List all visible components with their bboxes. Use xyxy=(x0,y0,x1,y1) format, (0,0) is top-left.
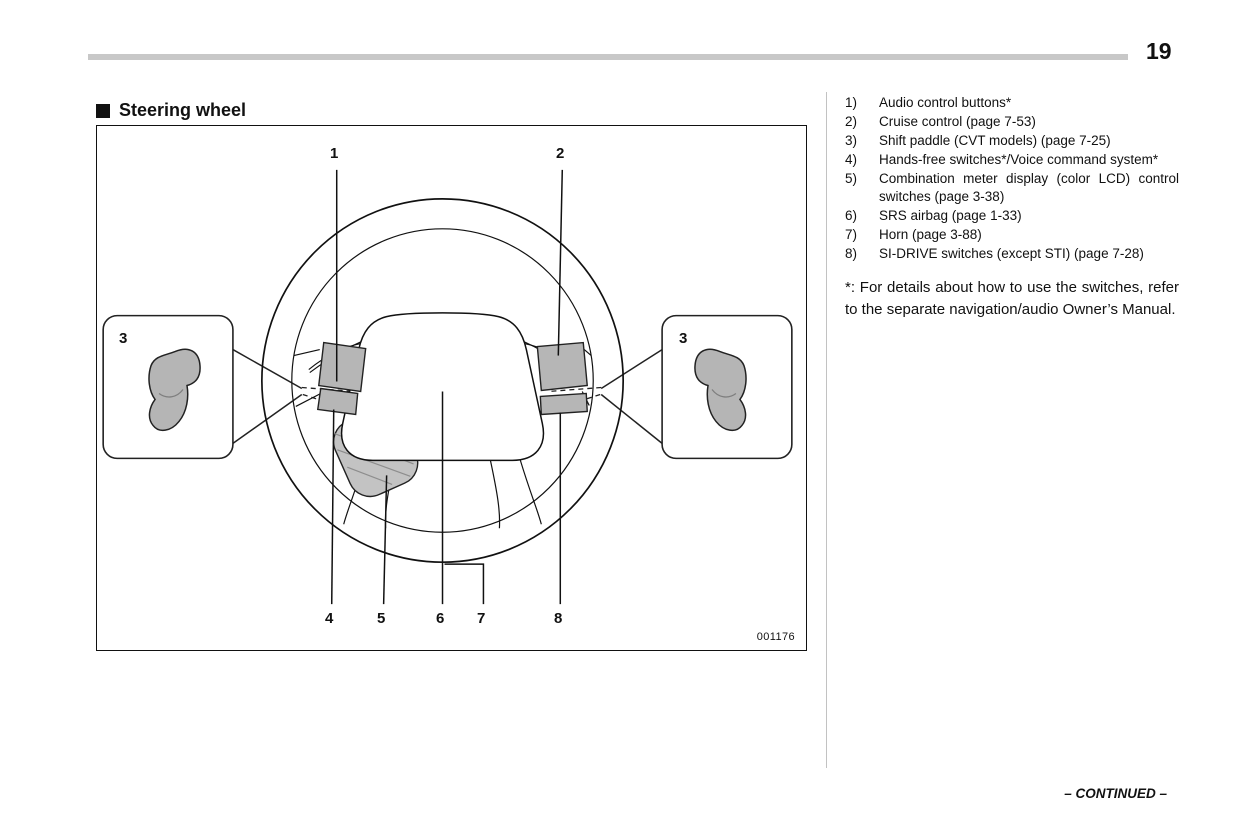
legend-item-4: 4) Hands-free switches*/Voice command sy… xyxy=(845,151,1179,170)
section-title: Steering wheel xyxy=(96,100,246,121)
legend-item-5: 5) Combination meter display (color LCD)… xyxy=(845,170,1179,208)
section-title-text: Steering wheel xyxy=(119,100,247,120)
legend-item-text: Combination meter display (color LCD) co… xyxy=(879,170,1179,205)
callout-3-left: 3 xyxy=(119,330,128,347)
leader-lines xyxy=(330,169,564,605)
legend-item-number: 2) xyxy=(845,113,858,129)
callout-4: 4 xyxy=(325,610,334,627)
steering-wheel-diagram xyxy=(102,169,793,605)
callout-2: 2 xyxy=(556,145,565,162)
legend-item-text: Horn (page 3-88) xyxy=(879,227,982,243)
legend-item-number: 3) xyxy=(845,132,858,148)
legend-item-7: 7) Horn (page 3-88) xyxy=(845,226,1179,245)
si-drive-switch xyxy=(539,392,588,416)
legend-item-text: SRS airbag (page 1-33) xyxy=(879,208,1022,224)
legend-item-number: 7) xyxy=(845,227,858,243)
left-shift-paddle xyxy=(148,348,201,432)
legend-item-number: 5) xyxy=(845,170,858,186)
callout-7: 7 xyxy=(477,610,486,627)
right-paddle-detail xyxy=(711,389,737,398)
figure-code: 001176 xyxy=(756,631,795,643)
right-switch-panel xyxy=(536,341,589,392)
section-bullet-icon xyxy=(96,103,110,118)
steering-wheel-figure: 1 2 3 3 4 5 6 7 8 001176 xyxy=(96,125,807,651)
legend-item-1: 1) Audio control buttons* xyxy=(845,94,1179,113)
page-number: 19 xyxy=(1146,38,1172,64)
callout-3-right: 3 xyxy=(679,330,688,347)
legend-item-number: 8) xyxy=(845,246,858,262)
legend-item-text: Hands-free switches*/Voice command syste… xyxy=(879,151,1159,167)
legend-item-2: 2) Cruise control (page 7-53) xyxy=(845,113,1179,132)
legend-item-text: Cruise control (page 7-53) xyxy=(879,113,1036,129)
left-paddle-detail xyxy=(158,389,184,398)
legend-item-3: 3) Shift paddle (CVT models) (page 7-25) xyxy=(845,132,1179,151)
callout-6: 6 xyxy=(436,610,445,627)
paddle-pointer-lines xyxy=(232,348,663,445)
legend: 1) Audio control buttons* 2) Cruise cont… xyxy=(845,94,1179,321)
continued-label: – CONTINUED – xyxy=(1064,786,1167,801)
legend-item-6: 6) SRS airbag (page 1-33) xyxy=(845,207,1179,226)
legend-item-number: 1) xyxy=(845,95,858,110)
legend-item-number: 6) xyxy=(845,208,858,224)
legend-item-8: 8) SI-DRIVE switches (except STI) (page … xyxy=(845,245,1179,264)
legend-item-text: SI-DRIVE switches (except STI) (page 7-2… xyxy=(879,246,1144,262)
legend-item-text: Audio control buttons* xyxy=(879,95,1012,110)
left-switch-panel xyxy=(316,341,367,416)
legend-item-number: 4) xyxy=(845,151,858,167)
top-rule xyxy=(88,54,1128,60)
footnote: *: For details about how to use the swit… xyxy=(845,279,1179,319)
column-divider xyxy=(826,92,827,768)
callout-8: 8 xyxy=(554,610,563,627)
callout-5: 5 xyxy=(377,610,386,627)
callout-1: 1 xyxy=(330,145,339,162)
legend-item-text: Shift paddle (CVT models) (page 7-25) xyxy=(879,132,1111,148)
